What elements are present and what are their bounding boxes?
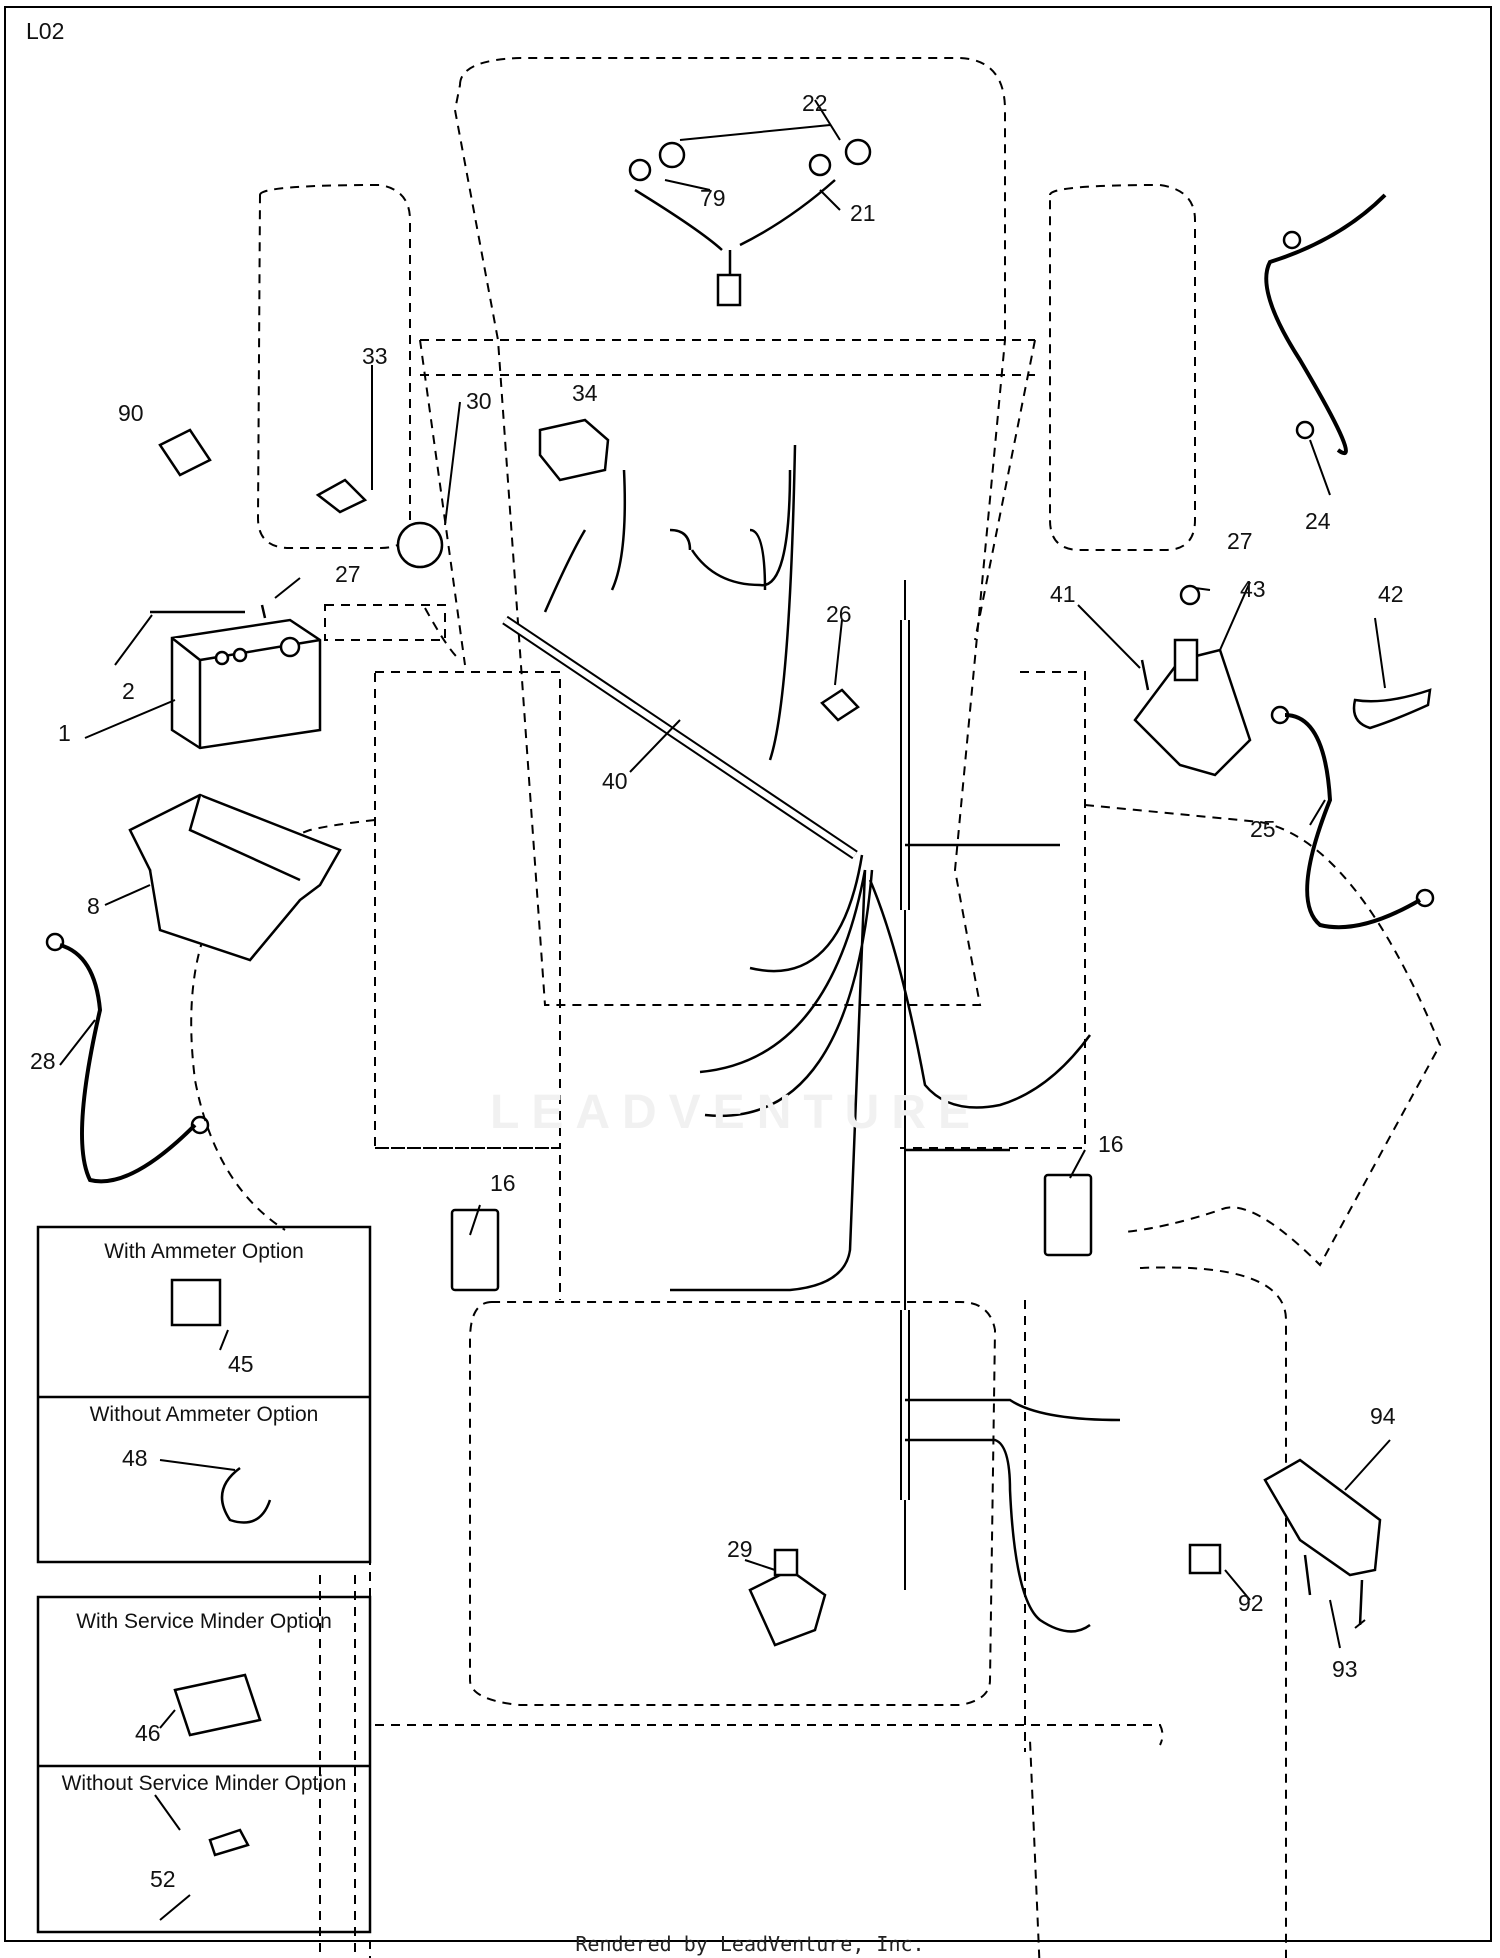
footer-credit: Rendered by LeadVenture, Inc. [575, 1932, 925, 1956]
callout-41: 41 [1050, 581, 1076, 607]
module-94 [1188, 1458, 1382, 1577]
callout-92: 92 [1238, 1590, 1264, 1616]
cable-28 [45, 932, 210, 1184]
relay-29 [748, 1548, 827, 1647]
option-no-ammeter-title: Without Ammeter Option [89, 1403, 319, 1426]
option-service-minder-title: With Service Minder Option [76, 1610, 332, 1633]
callout-46: 46 [135, 1720, 161, 1746]
option-ammeter-title: With Ammeter Option [104, 1240, 304, 1263]
callout-34: 34 [572, 380, 598, 406]
callout-94: 94 [1370, 1403, 1396, 1429]
callout-24: 24 [1305, 508, 1331, 534]
callout-16a: 16 [490, 1170, 516, 1196]
drawing-frame [4, 6, 1492, 1942]
callout-33: 33 [362, 343, 388, 369]
ignition-30 [396, 521, 444, 569]
screws-93 [1303, 1554, 1364, 1626]
callout-79: 79 [700, 185, 726, 211]
callout-21: 21 [850, 200, 876, 226]
callout-52: 52 [150, 1866, 176, 1892]
fuse-26 [820, 688, 860, 722]
headlights-22 [628, 138, 872, 307]
option-no-service-minder-title: Without Service Minder Option [61, 1772, 347, 1795]
callout-8: 8 [87, 893, 100, 919]
callout-28: 28 [30, 1048, 56, 1074]
callout-30: 30 [466, 388, 492, 414]
callout-26: 26 [826, 601, 852, 627]
callout-90: 90 [118, 400, 144, 426]
switches-16 [450, 1173, 1093, 1292]
cable-24 [1264, 193, 1387, 456]
callout-40: 40 [602, 768, 628, 794]
battery-tray-8 [128, 793, 342, 962]
callout-93: 93 [1332, 1656, 1358, 1682]
callout-2: 2 [122, 678, 135, 704]
callout-27a: 27 [335, 561, 361, 587]
key-33 [315, 478, 368, 514]
callout-48: 48 [122, 1445, 148, 1471]
battery-1 [150, 604, 322, 750]
callout-43: 43 [1240, 576, 1266, 602]
leader-lines [59, 99, 1391, 1921]
callout-25: 25 [1250, 816, 1276, 842]
callout-27b: 27 [1227, 528, 1253, 554]
boot-42 [1352, 688, 1432, 730]
wire-harness-40 [502, 444, 1121, 1633]
callout-1: 1 [58, 720, 71, 746]
solenoid-43 [1133, 584, 1252, 777]
tractor-outline [190, 57, 1442, 1958]
watermark: LEADVENTURE [490, 1086, 983, 1139]
callout-22: 22 [802, 90, 828, 116]
part-90 [158, 428, 212, 477]
callout-16b: 16 [1098, 1131, 1124, 1157]
switch-34 [538, 418, 610, 482]
option-boxes [36, 1225, 372, 1934]
callout-45: 45 [228, 1351, 254, 1377]
callout-42: 42 [1378, 581, 1404, 607]
callout-29: 29 [727, 1536, 753, 1562]
cable-25 [1270, 705, 1435, 930]
sheet-id: L02 [26, 18, 65, 44]
